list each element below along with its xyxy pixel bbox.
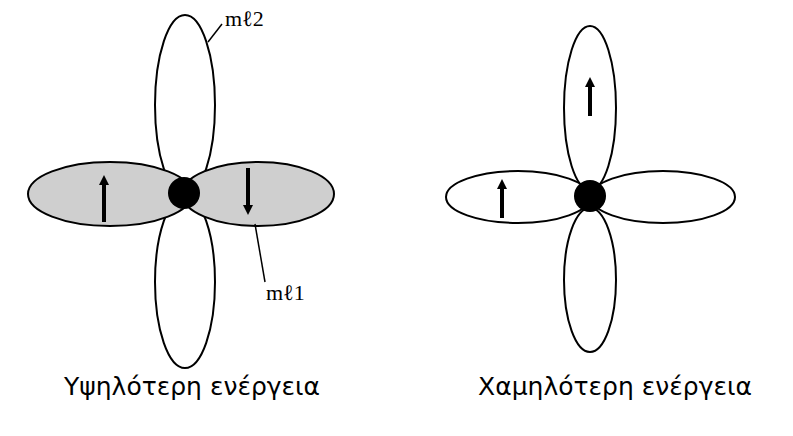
energy-caption: Χαμηλότερη ενέργεια bbox=[478, 372, 752, 401]
energy-caption: Υψηλότερη ενέργεια bbox=[64, 372, 320, 401]
quantum-number-label: mℓ2 bbox=[225, 6, 264, 32]
quantum-number-label: mℓ1 bbox=[266, 280, 305, 306]
